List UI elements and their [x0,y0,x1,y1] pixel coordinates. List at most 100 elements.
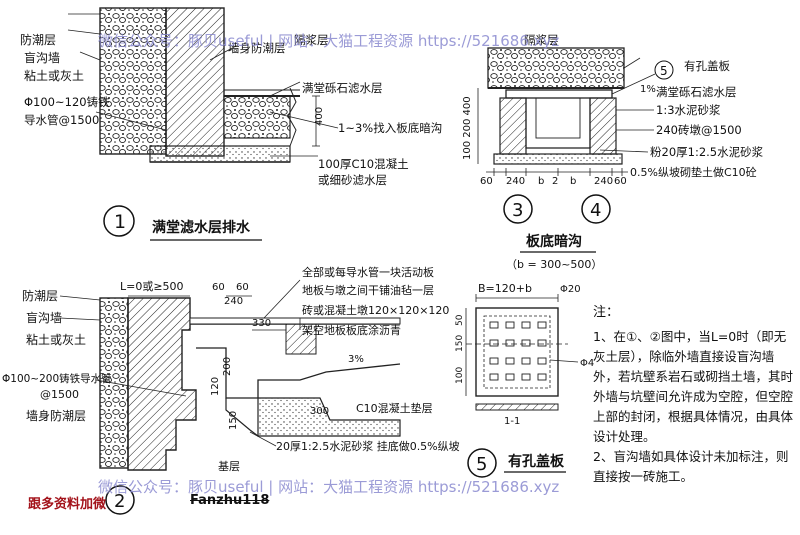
d34-callout-text: 有孔盖板 [684,59,730,73]
detail-1: 防潮层 盲沟墙 粘土或灰土 Φ100~120铸铁 导水管@1500 墙身防潮层 … [20,7,442,241]
d1-label-base2: 或细砂滤水层 [318,173,387,187]
d1-dim-400: 400 [314,107,325,126]
d2-label-clay: 粘土或灰土 [26,332,86,347]
d1-label-pipe: Φ100~120铸铁 [24,95,110,109]
d34-callout-number: 5 [660,64,668,78]
d1-label-slope: 1~3%找入板底暗沟 [338,121,442,135]
d2-label-mortar: 20厚1:2.5水泥砂浆 挂底做0.5%纵坡 [276,439,460,453]
watermark-bottom: 微信公众号：豚贝useful | 网站：大猫工程资源 https://52168… [98,478,560,496]
d2-slope: 3% [348,354,364,365]
d1-label-clay: 粘土或灰土 [24,68,84,83]
detail-2: L=0或≥500 60 60 240 330 200 120 150 300 3… [2,265,460,515]
d1-number: 1 [114,211,126,233]
d34-base [493,153,623,165]
d2-label-moisture: 防潮层 [22,288,58,303]
d34-gravel-slab [487,47,625,89]
d34-dim-5: 240 [594,176,613,187]
note-item-1: 1、在①、②图中，当L=0时（即无灰土层），除临外墙直接设盲沟墙外，若坑壁系岩石… [593,329,794,444]
d2-label-wall-moist: 墙身防潮层 [26,408,86,423]
d34-right-brick [589,97,617,155]
gravel-layer [223,95,291,139]
d2-dim-l0: L=0或≥500 [120,280,184,293]
d2-note-1: 全部或每导水管一块活动板 [302,265,434,279]
d34-dim-0: 60 [480,176,493,187]
d34-number-4: 4 [590,200,601,221]
d5-width-label: B=120+b [478,282,532,295]
d2-dim-330: 330 [252,318,271,329]
d34-number-4-circle [581,194,611,224]
d2-channel [196,347,401,399]
d2-dim-300: 300 [310,406,329,417]
d1-label-pipe2: 导水管@1500 [24,113,99,127]
d5-phi4-label: Φ4 [580,358,594,369]
d2-dim-120: 120 [210,377,221,396]
blind-ditch-wall [99,7,167,155]
d5-dim-150: 150 [455,335,465,352]
d1-label-gravel: 满堂砾石滤水层 [302,81,383,95]
note-item-2: 2、盲沟墙如具体设计未加标注，则直接按一砖施工。 [593,449,789,484]
d5-hole-grid [489,321,547,381]
watermark-top: 微信公众号：豚贝useful | 网站：大猫工程资源 https://52168… [98,32,560,50]
detail-3-4: 60 240 b 2 b 240 60 100 200 400 5 有孔盖板 隔… [462,33,764,271]
notes-title: 注： [593,305,620,320]
d2-dim-240: 240 [224,296,243,307]
d34-label-bed: 0.5%纵坡砌垫土做C10砼 [630,165,757,179]
d1-label-base1: 100厚C10混凝土 [318,157,409,171]
d34-label-plaster: 粉20厚1:2.5水泥砂浆 [650,145,764,159]
d2-number: 2 [114,491,125,512]
d34-dim-3: 2 [552,176,558,187]
d34-dim-2: b [538,176,544,187]
footer-id: Fanzhu118 [190,493,270,508]
d2-label-pipe2: @1500 [40,388,79,401]
d2-dim-60a: 60 [212,282,225,293]
d2-pier [285,323,317,355]
d34-cover-plate [505,89,613,99]
d5-section-label: 1-1 [504,416,520,427]
d2-label-blind-wall: 盲沟墙 [26,310,62,325]
d34-label-screed: 隔浆层 [524,33,559,47]
d5-number: 5 [476,454,487,475]
d34-subcaption: （b = 300~500） [506,258,602,271]
d1-label-wall-moist: 墙身防潮层 [228,41,286,55]
d2-dim-200: 200 [222,357,233,376]
d2-outer-wall [127,297,197,471]
d2-dim-60b: 60 [236,282,249,293]
d5-caption: 有孔盖板 [508,453,565,470]
d5-dim-50: 50 [455,314,465,326]
d5-section [475,403,559,411]
d2-label-pad: C10混凝土垫层 [356,401,433,415]
d34-label-pct: 1% [640,84,656,95]
d2-mortar-profile [225,398,259,437]
d5-bar-label: Φ20 [560,284,581,295]
d1-label-moisture: 防潮层 [20,32,56,47]
d34-dim-1: 240 [506,176,525,187]
d34-left-brick [499,97,527,155]
d5-number-circle [467,448,497,478]
d1-label-blind-wall: 盲沟墙 [24,50,60,65]
d34-label-brick: 240砖墩@1500 [656,123,742,137]
d34-number-3-circle [503,194,533,224]
d34-callout-circle [654,60,674,80]
d34-caption: 板底暗沟 [526,233,582,250]
d34-channel [525,98,591,149]
d34-label-gravel: 满堂砾石滤水层 [656,85,737,99]
d5-dim-100: 100 [455,367,465,384]
d2-dim-150: 150 [228,411,239,430]
d1-number-circle [103,205,135,237]
d1-caption: 满堂滤水层排水 [152,219,251,236]
d34-dim-6: 60 [614,176,627,187]
d34-dim-4: b [570,176,576,187]
d2-note-4: 架空地板板底涂沥青 [302,323,401,337]
footer-contact: 跟多资料加微 [28,497,107,512]
d5-cover-plate [475,307,559,397]
d34-label-mortar: 1:3水泥砂浆 [656,103,721,117]
d2-label-base: 基层 [218,460,240,473]
d2-number-circle [105,485,135,515]
d1-label-screed: 隔浆层 [294,33,329,47]
notes-block: 注： 1、在①、②图中，当L=0时（即无灰土层），除临外墙直接设盲沟墙外，若坑壁… [593,303,798,487]
d2-note-2: 地板与墩之间干铺油毡一层 [302,283,434,297]
d34-dim-vertical: 100 200 400 [462,96,473,160]
d2-label-pipe: Φ100~200铸铁导水管 [2,372,112,385]
d2-note-3: 砖或混凝土墩120×120×120 [302,303,449,317]
